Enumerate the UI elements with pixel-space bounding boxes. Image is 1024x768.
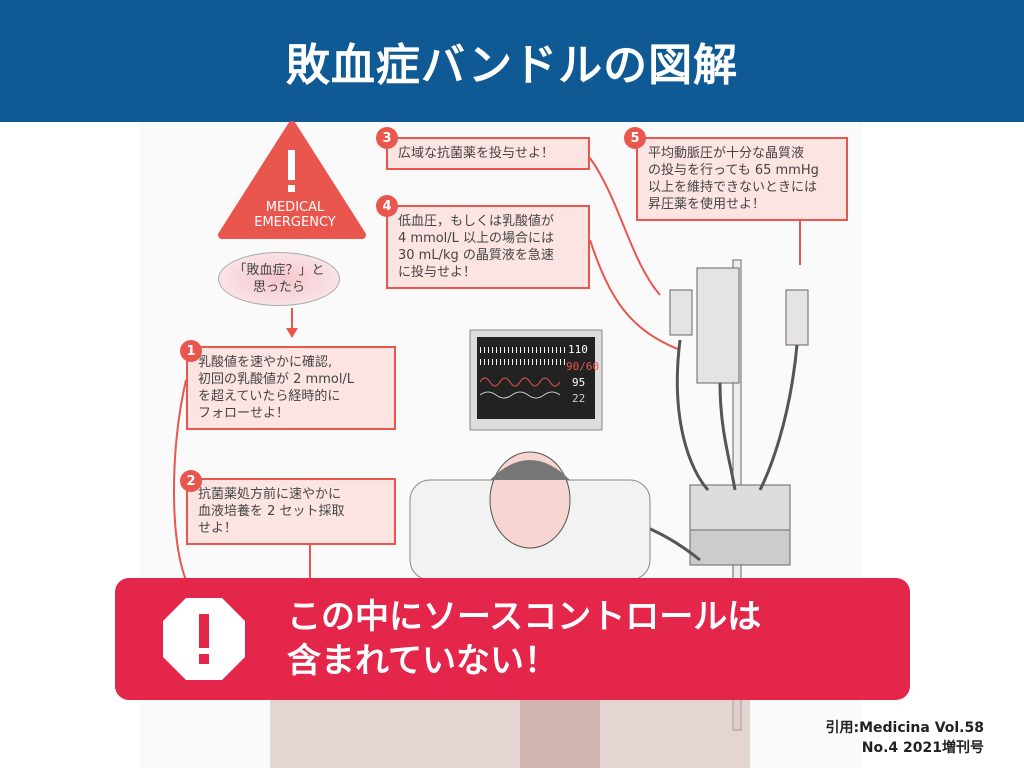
step-text: 広域な抗菌薬を投与せよ！ xyxy=(398,146,555,161)
sepsis-suspected-trigger: 「敗血症？」と 思ったら xyxy=(218,252,340,306)
step-2-box: 抗菌薬処方前に速やかに 血液培養を 2 セット採取 せよ！ xyxy=(186,478,396,545)
exclamation-octagon-icon xyxy=(163,598,245,680)
step-text: 平均動脈圧が十分な晶質液 の投与を行っても 65 mmHg 以上を維持できないと… xyxy=(648,146,819,212)
alert-banner: この中にソースコントロールは 含まれていない！ xyxy=(115,578,910,700)
step-4-box: 低血圧，もしくは乳酸値が 4 mmol/L 以上の場合には 30 mL/kg の… xyxy=(386,205,590,289)
patient-bed xyxy=(270,451,750,768)
monitor-bp: 90/60 xyxy=(566,360,600,373)
patient-monitor xyxy=(469,329,603,431)
step-5-badge: 5 xyxy=(624,127,646,149)
title-bar: 敗血症バンドルの図解 xyxy=(0,0,1024,122)
page-title: 敗血症バンドルの図解 xyxy=(285,40,739,91)
step-4-badge: 4 xyxy=(376,195,398,217)
step-text: 抗菌薬処方前に速やかに 血液培養を 2 セット採取 せよ！ xyxy=(198,487,345,536)
step-1-box: 乳酸値を速やかに確認, 初回の乳酸値が 2 mmol/L を超えていたら経時的に… xyxy=(186,346,396,430)
monitor-hr: 110 xyxy=(568,343,588,356)
step-3-badge: 3 xyxy=(376,127,398,149)
step-5-box: 平均動脈圧が十分な晶質液 の投与を行っても 65 mmHg 以上を維持できないと… xyxy=(636,137,848,221)
step-1-badge: 1 xyxy=(180,340,202,362)
monitor-spo2: 95 xyxy=(572,376,586,389)
monitor-rr: 22 xyxy=(572,392,586,405)
iv-pole xyxy=(669,259,809,731)
step-3-box: 広域な抗菌薬を投与せよ！ xyxy=(386,137,590,170)
medical-emergency-label: MEDICAL EMERGENCY xyxy=(254,200,336,230)
step-text: 低血圧，もしくは乳酸値が 4 mmol/L 以上の場合には 30 mL/kg の… xyxy=(398,214,555,280)
step-text: 乳酸値を速やかに確認, 初回の乳酸値が 2 mmol/L を超えていたら経時的に… xyxy=(198,355,355,421)
alert-message: この中にソースコントロールは 含まれていない！ xyxy=(287,597,762,681)
step-2-badge: 2 xyxy=(180,470,202,492)
citation: 引用:Medicina Vol.58 No.4 2021増刊号 xyxy=(825,720,984,756)
